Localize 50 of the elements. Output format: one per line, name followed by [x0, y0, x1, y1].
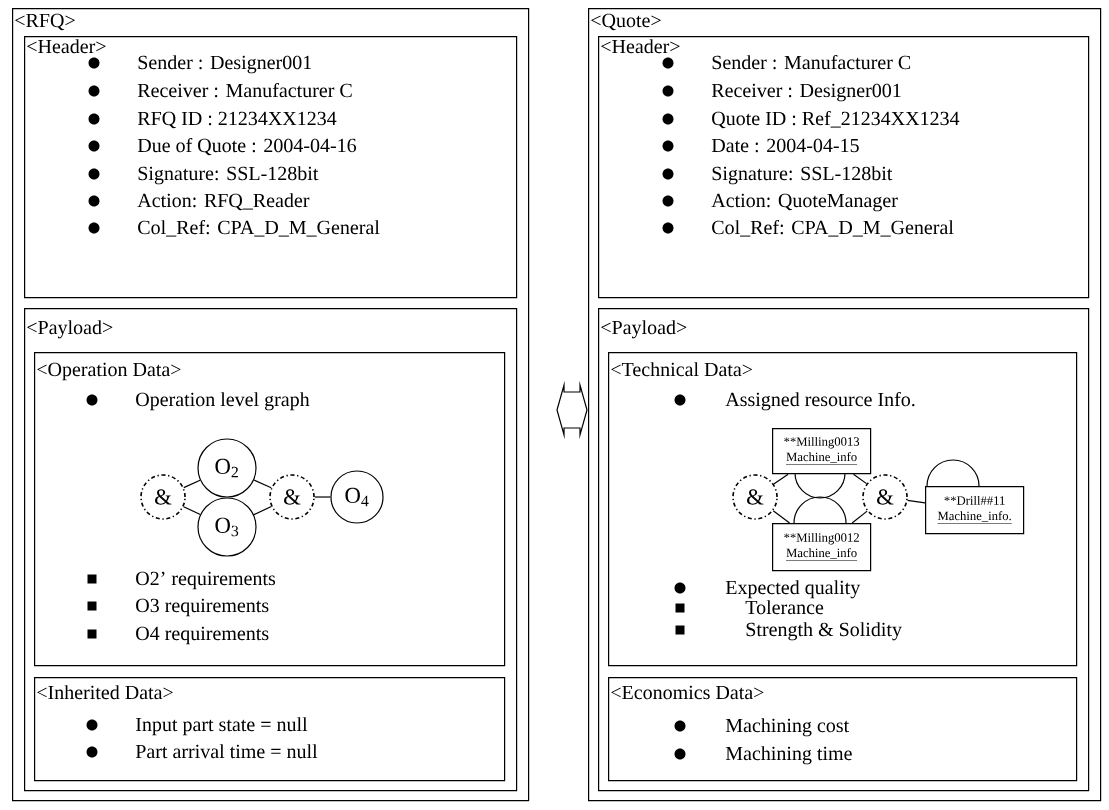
- list-item: Receiver : Designer001: [711, 83, 901, 102]
- section-title: <Inherited Data>: [37, 685, 173, 700]
- section-title: <Payload>: [601, 320, 687, 339]
- double-arrow: [556, 380, 588, 440]
- section-title: <Payload>: [27, 320, 113, 339]
- list-item: Action: QuoteManager: [711, 193, 898, 212]
- list-item: Action: RFQ_Reader: [137, 193, 310, 211]
- list-item: Input part state = null: [136, 717, 308, 736]
- section-title: <Operation Data>: [37, 362, 181, 381]
- list-item: Signature: SSL-128bit: [712, 166, 893, 185]
- list-item: Assigned resource Info.: [725, 391, 915, 411]
- connector-line: [851, 510, 868, 524]
- machine-box: **Drill##11 Machine_info.: [925, 486, 1025, 535]
- list-item: Col_Ref: CPA_D_M_General: [138, 219, 380, 237]
- connector-line: [183, 479, 201, 489]
- connector-line: [906, 499, 926, 504]
- connector-line: [183, 506, 201, 516]
- list-item: Due of Quote : 2004-04-16: [137, 137, 357, 156]
- list-item: Tolerance: [745, 600, 824, 615]
- list-item: Date : 2004-04-15: [711, 138, 859, 153]
- section-title: <Header>: [27, 39, 106, 54]
- list-item: RFQ ID : 21234XX1234: [137, 111, 337, 129]
- machine-box: **Milling0013 Machine_info: [772, 428, 872, 475]
- list-item: Machining cost: [725, 718, 850, 737]
- list-item: Expected quality: [725, 580, 861, 599]
- list-item: Part arrival time = null: [135, 744, 318, 759]
- list-item: O2’ requirements: [136, 571, 276, 590]
- list-item: Quote ID : Ref_21234XX1234: [712, 110, 960, 129]
- section-title: <Header>: [601, 39, 680, 54]
- list-item: Signature: SSL-128bit: [138, 166, 319, 185]
- list-item: O3 requirements: [136, 598, 269, 617]
- connector-line: [772, 510, 791, 524]
- machine-box: **Milling0012 Machine_info: [772, 523, 872, 572]
- connector-line: [852, 473, 868, 485]
- list-item: Operation level graph: [136, 392, 310, 411]
- connector-line: [253, 505, 272, 516]
- list-item: Sender : Designer001: [138, 55, 312, 74]
- section-title: <Technical Data>: [611, 362, 753, 377]
- connector-line: [314, 496, 331, 498]
- section-title: <Quote>: [591, 13, 661, 31]
- list-item: Receiver : Manufacturer C: [137, 82, 352, 98]
- list-item: Sender : Manufacturer C: [712, 54, 911, 70]
- section-title: <RFQ>: [15, 13, 75, 31]
- list-item: Col_Ref: CPA_D_M_General: [712, 219, 954, 237]
- list-item: Strength & Solidity: [746, 622, 902, 641]
- list-item: Machining time: [725, 746, 852, 765]
- section-title: <Economics Data>: [611, 685, 764, 700]
- connector-line: [773, 473, 789, 485]
- list-item: O4 requirements: [136, 626, 269, 645]
- connector-line: [253, 479, 272, 489]
